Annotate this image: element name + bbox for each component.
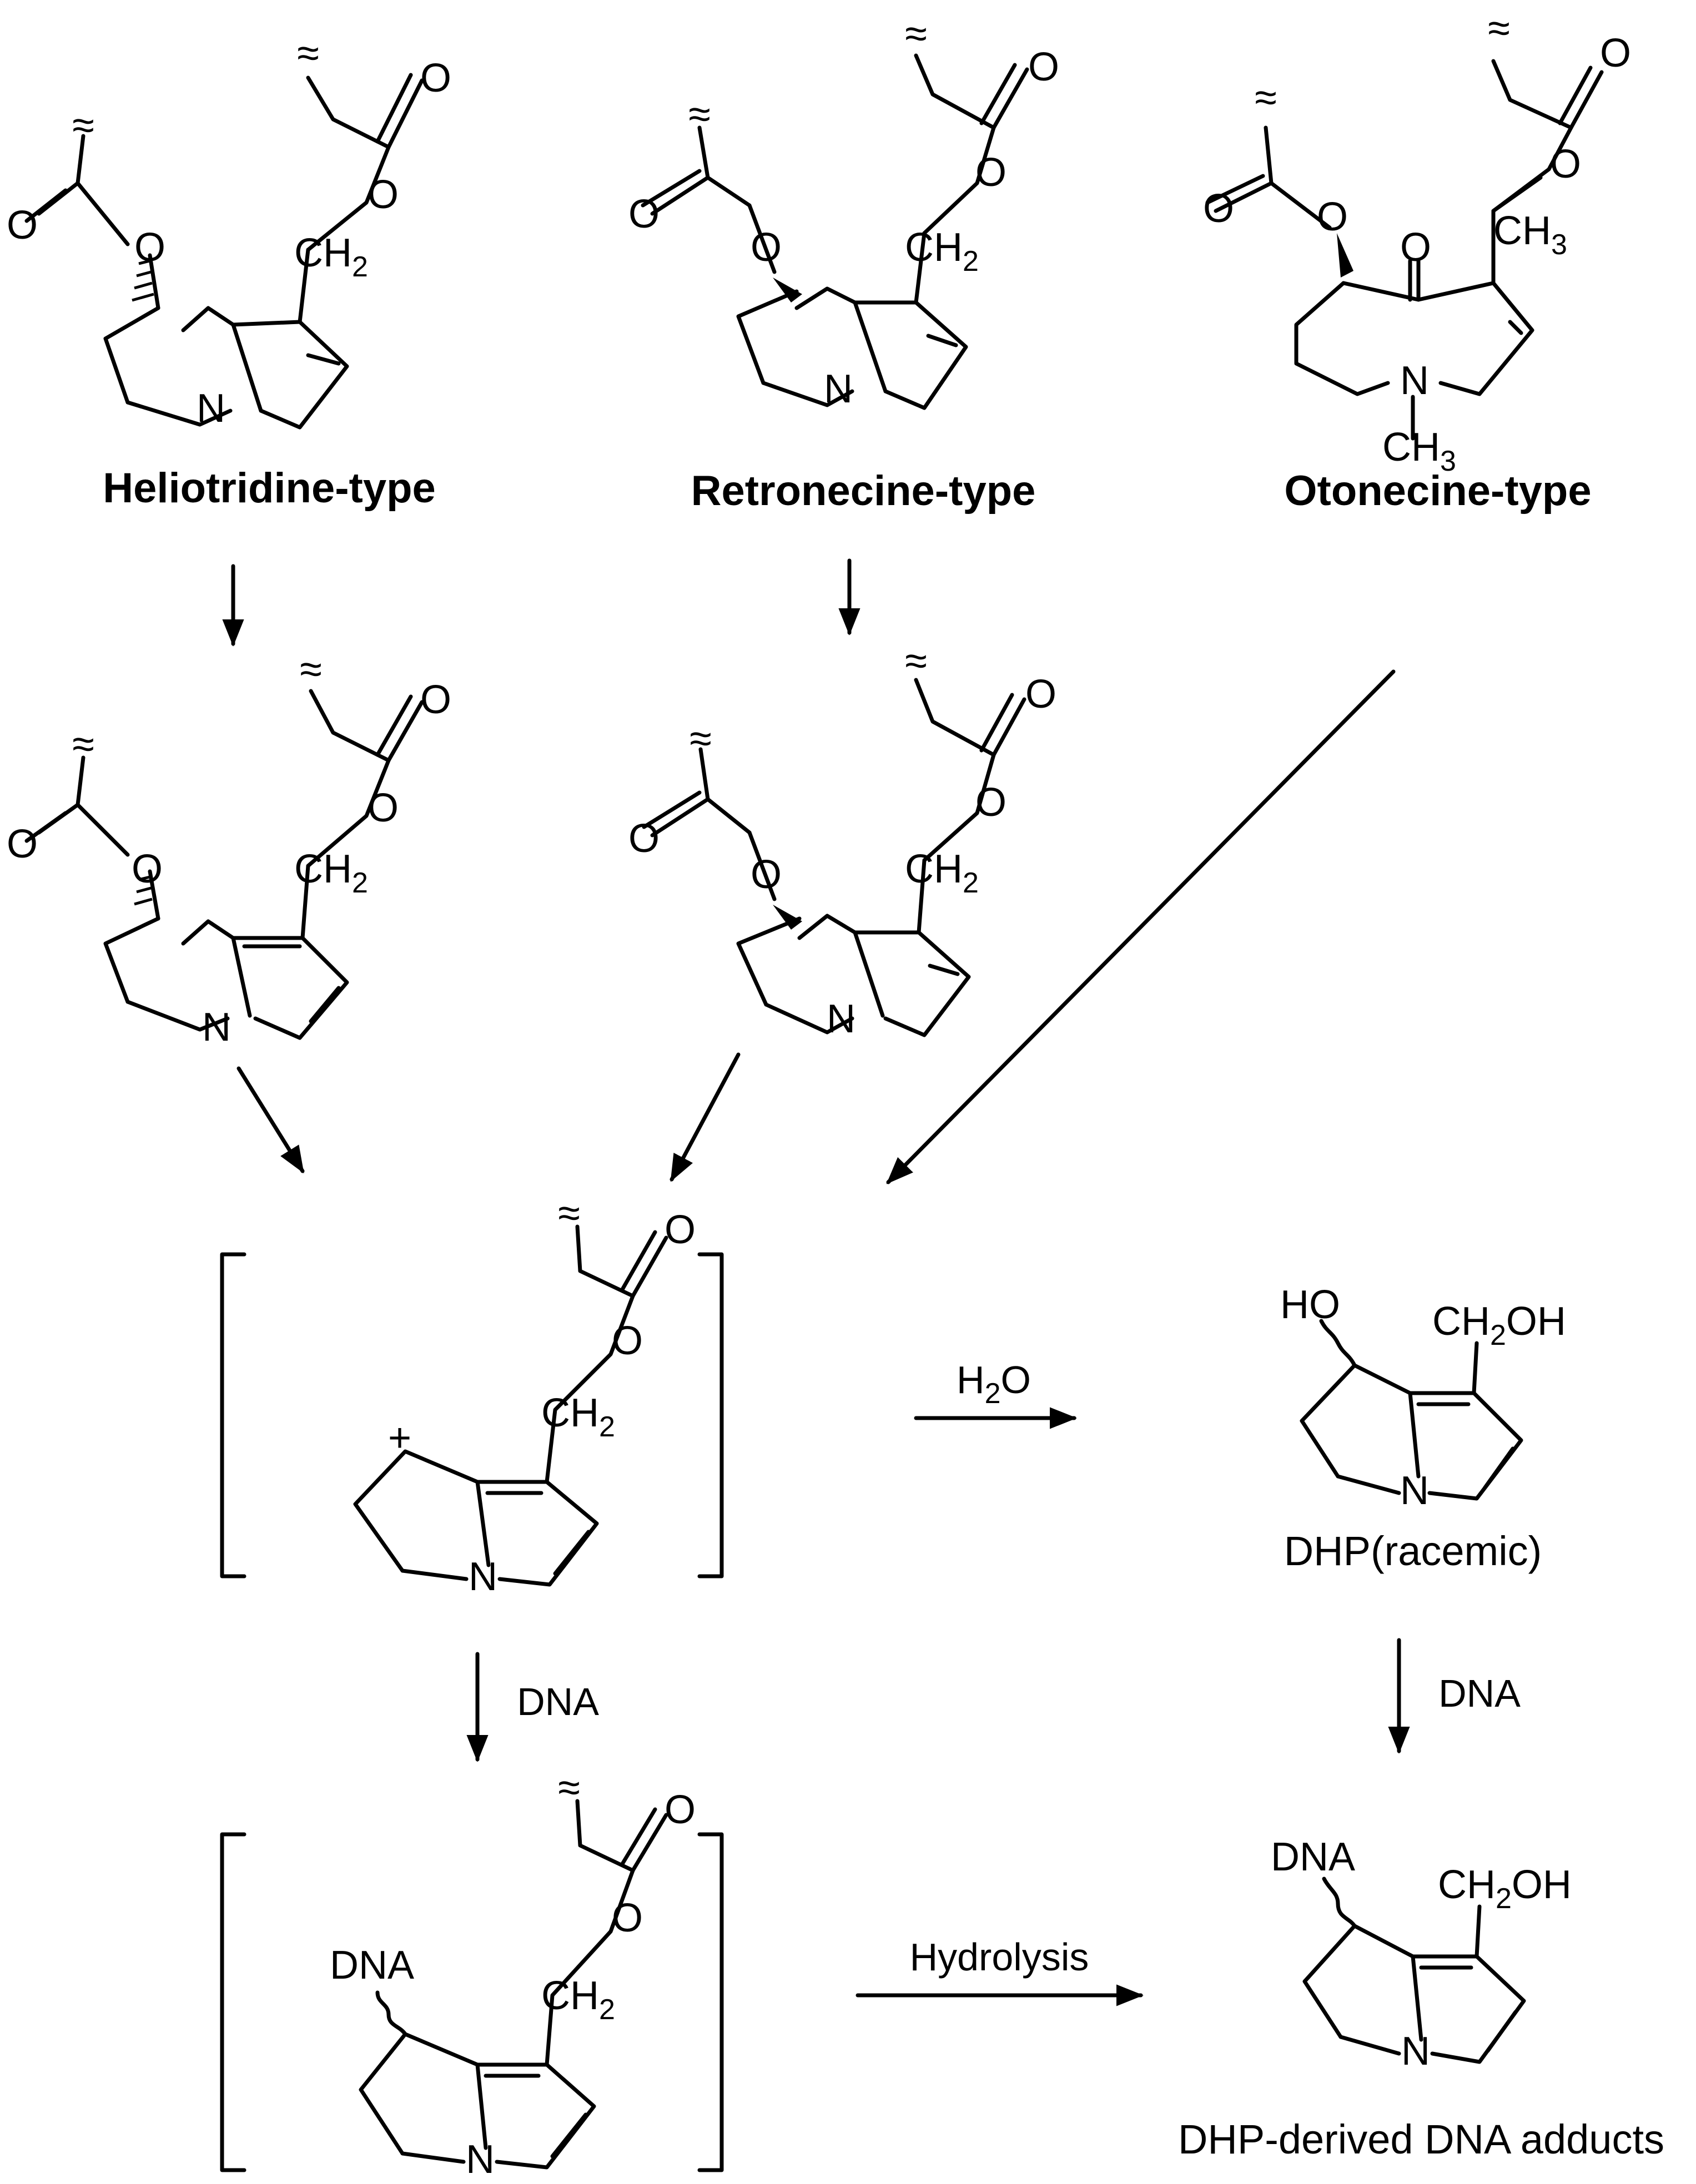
wavy-bond-icon: ≈ xyxy=(690,717,712,761)
n-atom-retro: N xyxy=(824,367,853,411)
o-atom-helio-carbonyl: O xyxy=(7,203,38,248)
wavy-bond-icon: ≈ xyxy=(688,92,711,137)
left-bracket xyxy=(220,1252,246,1578)
ch2-label-retro: CH2 xyxy=(905,225,979,278)
wavy-bond-icon: ≈ xyxy=(72,103,94,148)
hydrolysis-condition: Hydrolysis xyxy=(910,1935,1089,1979)
ch2-label-dna-ester: CH2 xyxy=(541,1974,615,2026)
heliotridine-structure: N O O O O CH2 ≈ ≈ xyxy=(7,31,451,431)
o-atom-oto-ester2: O xyxy=(1550,142,1581,186)
o-atom-cation-ester: O xyxy=(612,1319,643,1363)
ch2-label-dh-helio: CH2 xyxy=(294,847,368,899)
dehydro-retronecine-structure: N O O O O CH2 ≈ ≈ xyxy=(628,639,1056,1041)
dehydro-heliotridine-structure: N O O O O CH2 ≈ ≈ xyxy=(7,647,451,1050)
n-atom-cation: N xyxy=(469,1555,497,1599)
n-atom-dhp: N xyxy=(1400,1469,1429,1513)
o-atom-dh-helio-ester: O xyxy=(132,847,163,891)
o-atom-dh-retro-carbonyl2: O xyxy=(1025,672,1056,717)
n-atom-adduct: N xyxy=(1401,2029,1430,2074)
o-atom-dh-helio-carbonyl: O xyxy=(7,822,38,866)
n-atom-helio: N xyxy=(197,386,225,431)
o-atom-dh-helio-carbonyl2: O xyxy=(420,678,451,722)
otonecine-title: Otonecine-type xyxy=(1284,467,1591,515)
n-atom-oto: N xyxy=(1400,359,1429,403)
o-atom-retro-carbonyl: O xyxy=(628,192,660,236)
o-atom-dh-helio-ester2: O xyxy=(368,786,399,830)
dna-condition-left: DNA xyxy=(517,1680,599,1723)
o-atom-dh-retro-ester: O xyxy=(751,853,782,897)
dna-label-ester: DNA xyxy=(330,1943,414,1988)
o-atom-helio-ester2: O xyxy=(368,173,399,217)
o-atom-cation-carbonyl: O xyxy=(665,1208,696,1252)
ch2-label-helio: CH2 xyxy=(294,231,368,283)
cation-intermediate-structure: N + O O CH2 ≈ xyxy=(220,1191,724,1599)
dna-bound-ester-structure: N DNA O O CH2 ≈ xyxy=(220,1766,724,2182)
dna-condition-right: DNA xyxy=(1438,1672,1521,1715)
o-atom-helio-ester: O xyxy=(134,225,165,270)
o-atom-helio-carbonyl2: O xyxy=(420,56,451,100)
ho-label-dhp: HO xyxy=(1280,1283,1340,1327)
n-atom-dna-ester: N xyxy=(466,2137,495,2182)
h2o-condition: H2O xyxy=(957,1358,1031,1410)
wavy-bond-icon: ≈ xyxy=(300,647,322,692)
arrow-dh-retro-to-cation xyxy=(670,1052,741,1182)
dna-adduct-structure: N DNA CH2OH xyxy=(1271,1835,1572,2074)
wavy-bond-icon: ≈ xyxy=(1255,75,1277,120)
o-atom-oto-carbonyl2: O xyxy=(1600,31,1631,75)
heliotridine-title: Heliotridine-type xyxy=(103,465,436,512)
ch2oh-label-dhp: CH2OH xyxy=(1432,1299,1566,1351)
o-atom-dh-retro-carbonyl: O xyxy=(628,816,660,861)
n-methyl-label-oto: CH3 xyxy=(1382,425,1456,477)
wavy-bond-icon: ≈ xyxy=(905,639,927,683)
retronecine-title: Retronecine-type xyxy=(691,467,1036,515)
arrow-oto-diagonal xyxy=(886,669,1396,1184)
arrow-dh-helio-to-cation xyxy=(236,1066,305,1174)
o-atom-dna-carbonyl: O xyxy=(665,1788,696,1832)
wavy-bond-icon: ≈ xyxy=(558,1766,580,1810)
o-atom-retro-ester: O xyxy=(751,225,782,270)
ch2-label-cation: CH2 xyxy=(541,1391,615,1443)
o-atom-oto-carbonyl: O xyxy=(1203,186,1234,231)
o-atom-oto-ketone: O xyxy=(1400,225,1431,270)
o-atom-dna-ester: O xyxy=(612,1896,643,1940)
n-atom-dh-helio: N xyxy=(202,1005,231,1050)
right-bracket-2 xyxy=(697,1832,724,2172)
ch3-label-oto: CH3 xyxy=(1493,209,1567,261)
o-atom-retro-ester2: O xyxy=(975,150,1006,195)
wavy-bond-icon: ≈ xyxy=(297,31,319,75)
left-bracket-2 xyxy=(220,1832,246,2172)
n-atom-dh-retro: N xyxy=(827,997,855,1041)
o-atom-retro-carbonyl2: O xyxy=(1028,45,1059,89)
adducts-caption: DHP-derived DNA adducts xyxy=(1178,2116,1664,2162)
retronecine-structure: N O O O O CH2 ≈ ≈ xyxy=(628,12,1059,411)
wavy-bond-icon: ≈ xyxy=(905,12,927,56)
o-atom-dh-retro-ester2: O xyxy=(975,780,1006,825)
ch2-label-dh-retro: CH2 xyxy=(905,847,979,899)
ch2oh-label-adduct: CH2OH xyxy=(1438,1863,1572,1915)
wavy-bond-icon: ≈ xyxy=(72,722,94,766)
wavy-bond-icon: ≈ xyxy=(1488,6,1510,51)
otonecine-structure: N O O O O O CH3 CH3 ≈ ≈ xyxy=(1203,6,1631,477)
carbocation-plus: + xyxy=(388,1416,411,1460)
dhp-caption: DHP(racemic) xyxy=(1284,1528,1542,1574)
wavy-bond-icon: ≈ xyxy=(558,1191,580,1235)
right-bracket xyxy=(697,1252,724,1578)
dhp-structure: N HO CH2OH xyxy=(1280,1283,1566,1513)
dna-label-adduct: DNA xyxy=(1271,1835,1355,1879)
o-atom-oto-ester: O xyxy=(1317,195,1348,239)
